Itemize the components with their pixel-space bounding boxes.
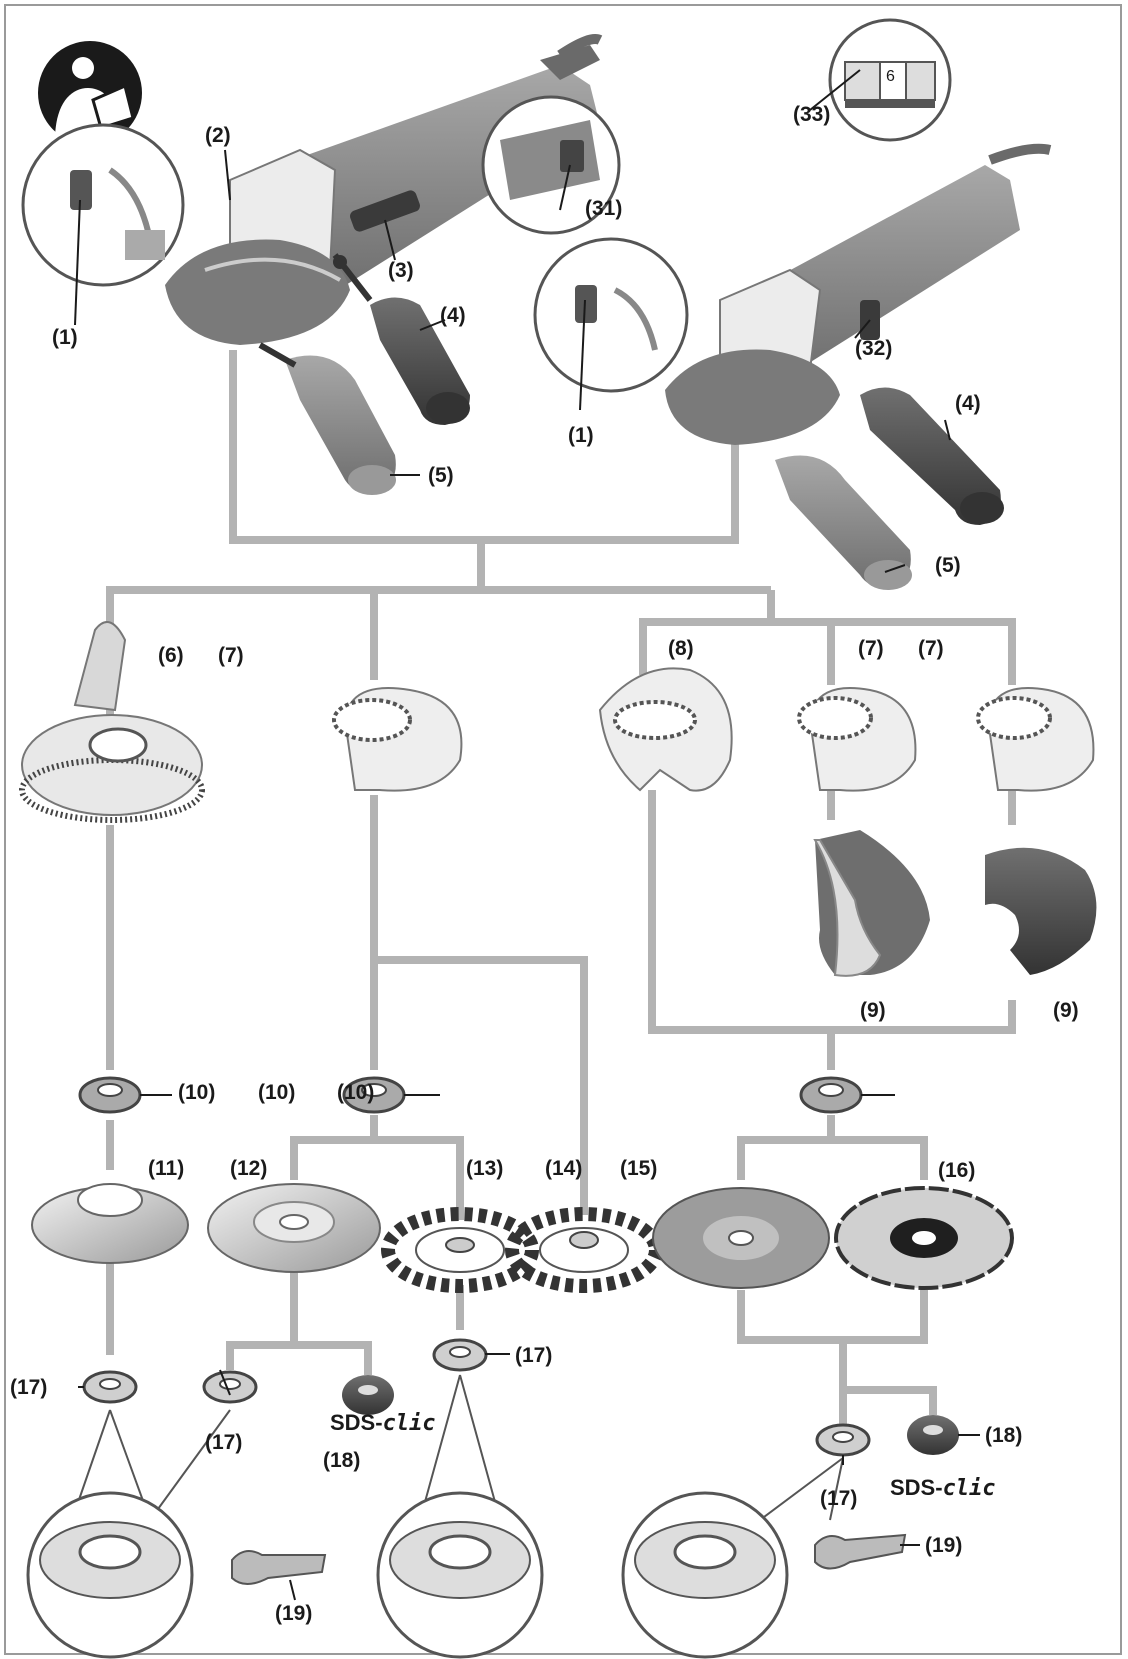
protection-guard-7-right xyxy=(976,687,1095,792)
callout-2: (2) xyxy=(205,124,231,147)
callout-16: (16) xyxy=(938,1159,976,1182)
zoom-detail-clamping-nut-center xyxy=(376,1374,544,1659)
cover-attachment-9-right xyxy=(985,847,1097,975)
sds-clic-logo-right: SDS-clic xyxy=(890,1475,996,1501)
callout-10-a: (10) xyxy=(178,1081,216,1104)
callout-17-c: (17) xyxy=(515,1344,553,1367)
mounting-flange-10-right xyxy=(799,1076,863,1114)
zoom-detail-clamping-nut-left xyxy=(26,1409,231,1659)
cover-attachment-9-left xyxy=(813,830,930,977)
quick-clamping-nut-18-left xyxy=(342,1375,394,1415)
auxiliary-handle-right-4 xyxy=(860,387,1004,525)
speed-dial-number: 6 xyxy=(886,68,895,85)
callout-12: (12) xyxy=(230,1157,268,1180)
callout-7-a: (7) xyxy=(218,644,244,667)
sds-prefix: SDS- xyxy=(890,1475,943,1500)
callout-19-left: (19) xyxy=(275,1602,313,1625)
clamping-nut-17-c xyxy=(432,1338,488,1372)
grinding-disc-12 xyxy=(207,1183,381,1273)
callout-15: (15) xyxy=(620,1157,658,1180)
two-pin-spanner-19-right xyxy=(814,1533,907,1570)
mounting-flange-10-left xyxy=(78,1076,142,1114)
cup-brush-13 xyxy=(381,1207,539,1293)
callout-10-c: (10) xyxy=(337,1081,375,1104)
callout-4-right: (4) xyxy=(955,392,981,415)
sds-prefix: SDS- xyxy=(330,1410,383,1435)
callout-5-left: (5) xyxy=(428,464,454,487)
callout-3: (3) xyxy=(388,259,414,282)
callout-14: (14) xyxy=(545,1157,583,1180)
callout-7-b: (7) xyxy=(858,637,884,660)
zoom-detail-lock-button-right xyxy=(533,237,689,393)
callout-10-b: (10) xyxy=(258,1081,296,1104)
sds-suffix: clic xyxy=(382,1411,436,1436)
callout-17-a: (17) xyxy=(10,1376,48,1399)
auxiliary-handle-left-4 xyxy=(332,253,470,425)
sds-clic-logo-left: SDS-clic xyxy=(330,1410,436,1436)
diagram-frame xyxy=(4,4,1122,1655)
callout-8: (8) xyxy=(668,637,694,660)
clamping-nut-17-a xyxy=(82,1370,138,1404)
callout-31: (31) xyxy=(585,197,623,220)
callout-33: (33) xyxy=(793,103,831,126)
callout-5-right: (5) xyxy=(935,554,961,577)
angle-grinder-right xyxy=(665,143,1052,445)
cup-wheel-11 xyxy=(31,1183,189,1264)
zoom-detail-lock-button xyxy=(21,123,185,287)
clamping-nut-17-b xyxy=(202,1370,258,1404)
connector-lines xyxy=(106,350,1016,1425)
cutting-disc-abrasive xyxy=(652,1187,830,1289)
mounting-flange-10-center xyxy=(342,1076,406,1114)
zoom-detail-switch xyxy=(481,95,621,235)
protection-guard-7-mid xyxy=(797,687,917,792)
callout-32: (32) xyxy=(855,337,893,360)
callout-4-left: (4) xyxy=(440,304,466,327)
callout-1-right: (1) xyxy=(568,424,594,447)
callout-9-left: (9) xyxy=(860,999,886,1022)
leader-lines xyxy=(74,69,980,1601)
protection-guard-7-center xyxy=(332,687,463,792)
callout-7-c: (7) xyxy=(918,637,944,660)
sds-suffix: clic xyxy=(942,1476,996,1501)
cutting-guard-8 xyxy=(598,667,733,792)
callout-17-d: (17) xyxy=(820,1487,858,1510)
diamond-cutting-disc-16 xyxy=(834,1186,1014,1290)
callout-1-left: (1) xyxy=(52,326,78,349)
callout-9-right: (9) xyxy=(1053,999,1079,1022)
callout-6: (6) xyxy=(158,644,184,667)
callout-18-left: (18) xyxy=(323,1449,361,1472)
callout-11: (11) xyxy=(148,1157,185,1180)
two-pin-spanner-19-left xyxy=(231,1550,327,1585)
callout-13: (13) xyxy=(466,1157,504,1180)
clamping-nut-17-d xyxy=(815,1423,871,1457)
zoom-detail-speed-dial xyxy=(828,18,952,142)
quick-clamping-nut-18-right xyxy=(907,1415,959,1455)
callout-19-right: (19) xyxy=(925,1534,963,1557)
zoom-detail-clamping-nut-right xyxy=(621,1457,844,1659)
callout-18-right: (18) xyxy=(985,1424,1023,1447)
extraction-guard-6 xyxy=(19,621,205,823)
callout-17-b: (17) xyxy=(205,1431,243,1454)
auxiliary-handle-left-5 xyxy=(258,342,396,495)
